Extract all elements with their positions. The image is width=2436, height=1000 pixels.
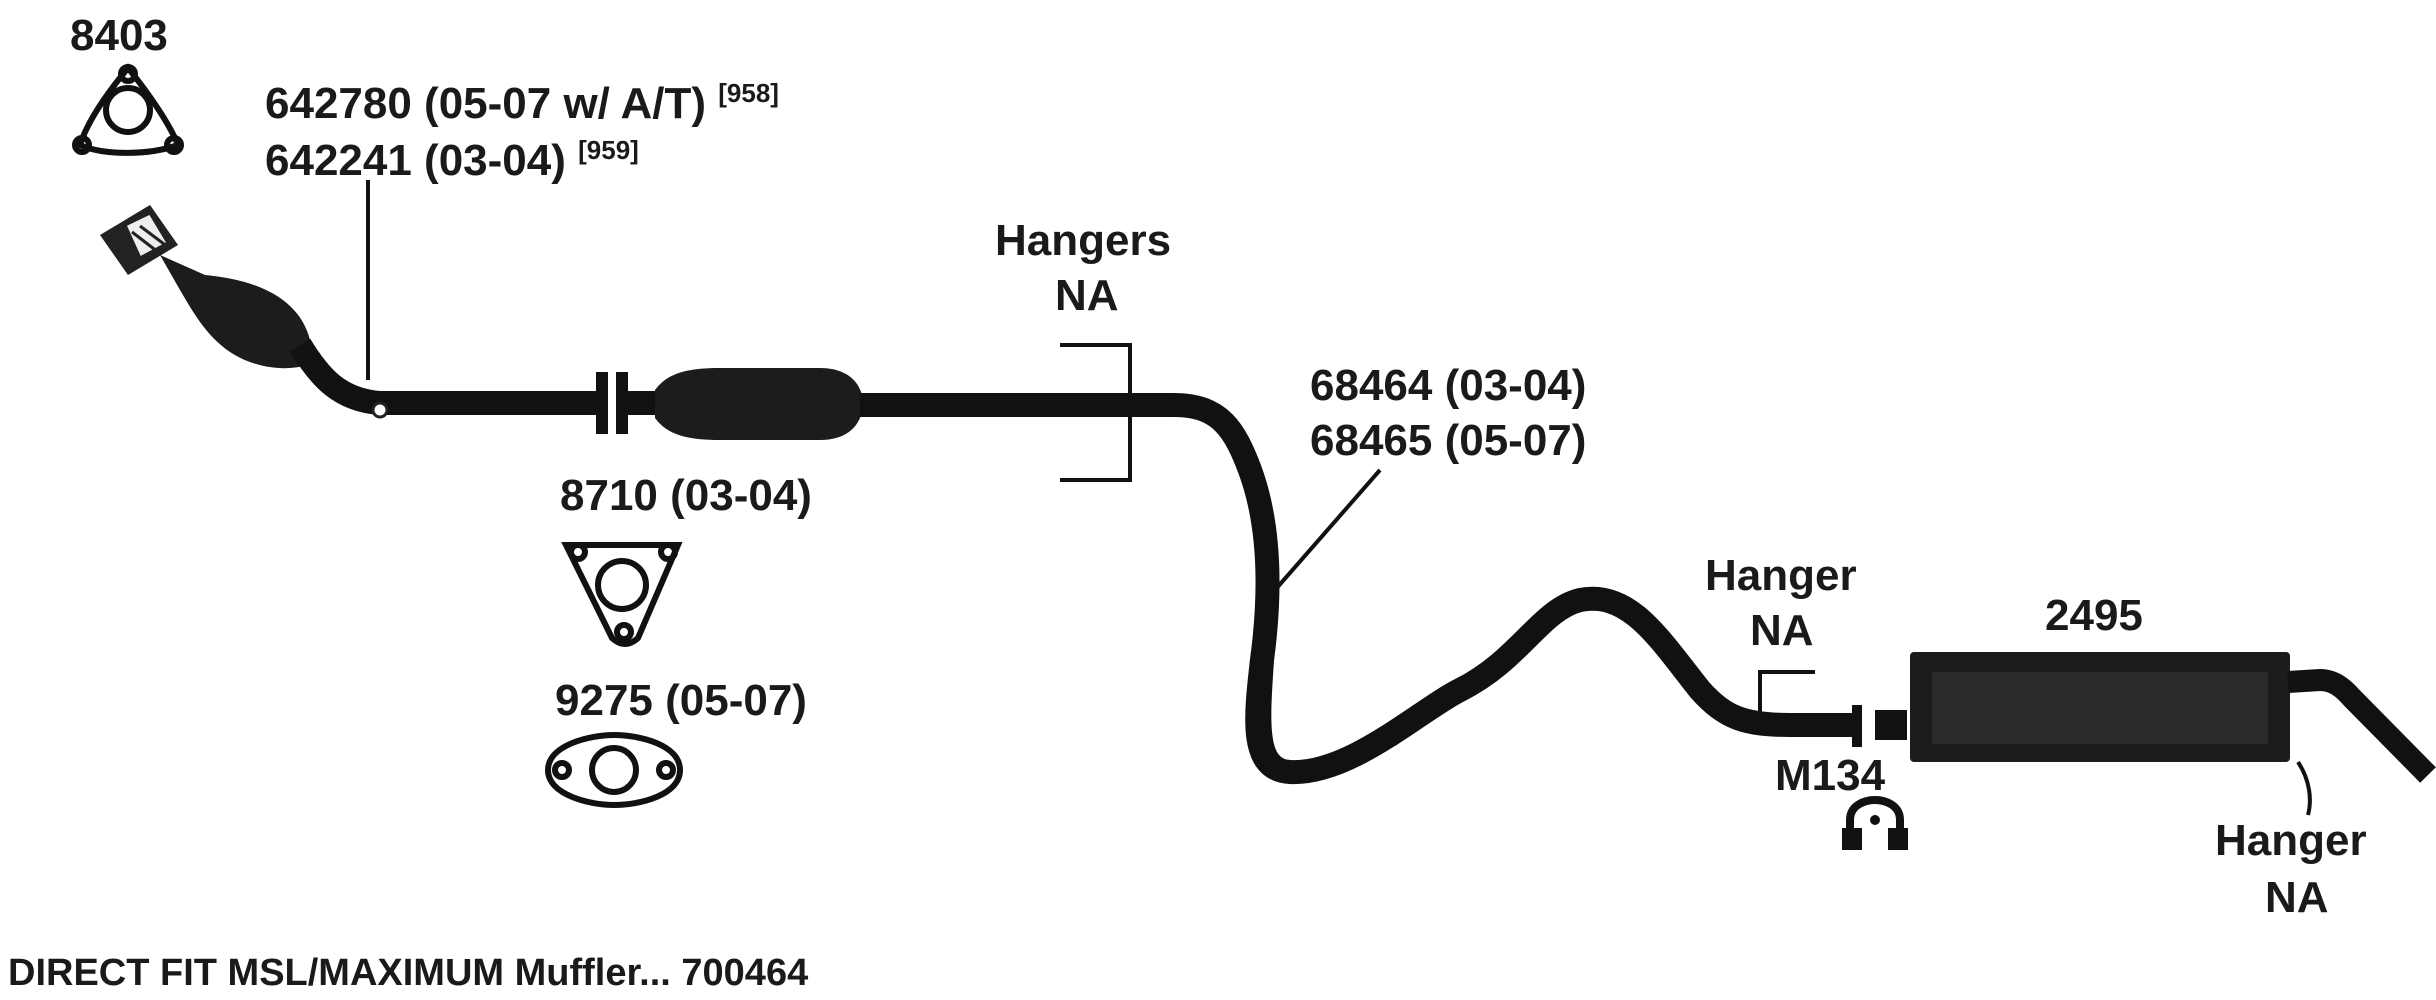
- hanger-rear-line1: Hanger: [2215, 816, 2367, 865]
- muffler-group: 2495: [1910, 591, 2436, 783]
- catalytic-pipe-labels: 642780 (05-07 w/ A/T) [958] 642241 (03-0…: [265, 78, 779, 185]
- catalytic-pipe-line2-sup: [959]: [578, 135, 639, 165]
- svg-text:642780 (05-07 w/ A/T) [9: 642780 (05-07 w/ A/T) [958]: [265, 78, 779, 128]
- pipe-end-cap: [1852, 705, 1862, 747]
- hangers-front-bracket: [1060, 343, 1132, 482]
- clamp-shape: [1842, 795, 1908, 850]
- hanger-mid-line2: NA: [1750, 606, 1814, 655]
- gasket-9275-group: 9275 (05-07): [544, 676, 807, 809]
- tailpipe: [2287, 669, 2436, 783]
- hanger-mid-group: Hanger NA: [1705, 551, 1857, 720]
- gasket-8710-group: 8710 (03-04): [560, 471, 812, 647]
- gasket-8403-group: 8403: [70, 11, 184, 156]
- gasket-9275-shape: [544, 731, 684, 809]
- svg-text:642241 (03-04) [959]: 642241 (03-04) [959]: [265, 135, 639, 185]
- clamp-label: M134: [1775, 751, 1886, 800]
- hanger-rear-leader: [2296, 760, 2312, 816]
- muffler-panel: [1932, 672, 2268, 744]
- resonator-body: [655, 368, 862, 440]
- hangers-front-line1: Hangers: [995, 216, 1171, 265]
- hanger-rear-group: Hanger NA: [2215, 760, 2367, 922]
- gasket-8403-shape: [72, 63, 184, 156]
- flange-joint: [596, 372, 628, 434]
- caption: DIRECT FIT MSL/MAXIMUM Muffler... 700464: [8, 952, 808, 994]
- gasket-8710-shape: [561, 542, 683, 647]
- catalytic-converter-pipe: [100, 205, 600, 419]
- intermediate-pipe: [1245, 586, 1855, 785]
- catalytic-pipe-line2: 642241 (03-04): [265, 136, 566, 185]
- intermediate-pipe-line2: 68465 (05-07): [1310, 416, 1586, 465]
- hanger-mid-bracket: [1758, 670, 1815, 720]
- muffler-label: 2495: [2045, 591, 2143, 640]
- hangers-front-line2: NA: [1055, 271, 1119, 320]
- intermediate-pipe-labels: 68464 (03-04) 68465 (05-07): [1310, 361, 1586, 465]
- intermediate-pipe-leader: [1273, 468, 1382, 592]
- gasket-8710-label: 8710 (03-04): [560, 471, 812, 520]
- gasket-9275-label: 9275 (05-07): [555, 676, 807, 725]
- hanger-rear-line2: NA: [2265, 873, 2329, 922]
- gasket-8403-label: 8403: [70, 11, 168, 60]
- hangers-front-group: Hangers NA: [995, 216, 1171, 482]
- clamp-group: M134: [1775, 705, 1908, 850]
- catalytic-pipe-line1: 642780 (05-07 w/ A/T): [265, 79, 706, 128]
- intermediate-pipe-line1: 68464 (03-04): [1310, 361, 1586, 410]
- sensor-port: [371, 401, 389, 419]
- catalytic-converter-body: [160, 255, 318, 369]
- catalytic-pipe-line1-sup: [958]: [718, 78, 779, 108]
- hanger-mid-line1: Hanger: [1705, 551, 1857, 600]
